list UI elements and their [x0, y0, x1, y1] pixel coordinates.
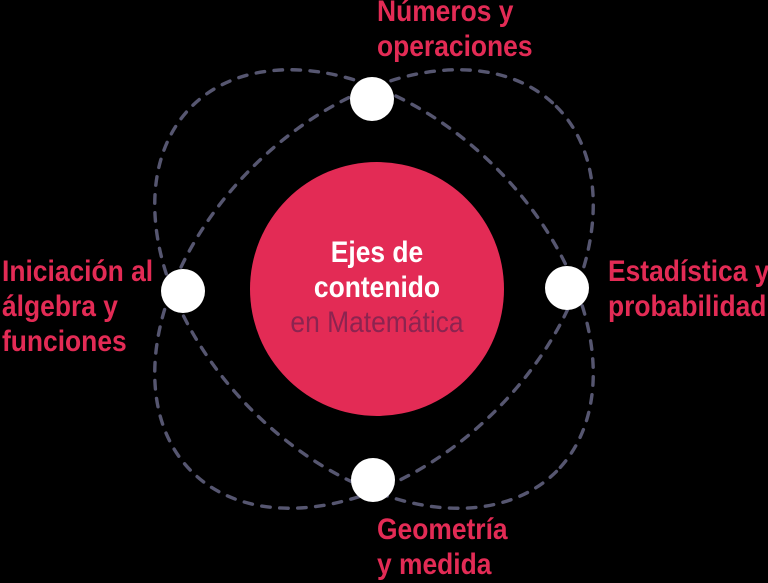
orbit-node-right	[545, 266, 589, 310]
center-text-block: Ejes de contenido en Matemática	[245, 235, 509, 340]
center-circle	[250, 162, 504, 416]
label-numeros-operaciones: Números y operaciones	[377, 0, 533, 64]
label-left-line1: Iniciación al	[2, 255, 154, 288]
orbit-node-bottom	[351, 458, 395, 502]
orbit-node-top	[350, 77, 394, 121]
label-right-line1: Estadística y	[608, 255, 768, 288]
label-right-line2: probabilidad	[608, 290, 767, 323]
label-left-line3: funciones	[2, 325, 127, 358]
orbit-ellipse-right-tilt	[153, 68, 595, 510]
label-estadistica-probabilidad: Estadística y probabilidad	[608, 254, 768, 324]
label-iniciacion-algebra-funciones: Iniciación al álgebra y funciones	[2, 254, 153, 359]
center-subtitle: en Matemática	[290, 306, 464, 339]
label-bottom-line2: y medida	[377, 548, 492, 581]
label-top-line1: Números y	[377, 0, 514, 28]
center-title-line2: contenido	[313, 271, 441, 304]
center-title-line1: Ejes de	[330, 236, 424, 269]
label-geometria-medida: Geometría y medida	[377, 512, 508, 582]
label-top-line2: operaciones	[377, 30, 533, 63]
orbit-node-left	[161, 269, 205, 313]
orbit-ellipse-left-tilt	[153, 68, 595, 510]
label-left-line2: álgebra y	[2, 290, 118, 323]
label-bottom-line1: Geometría	[377, 513, 508, 546]
